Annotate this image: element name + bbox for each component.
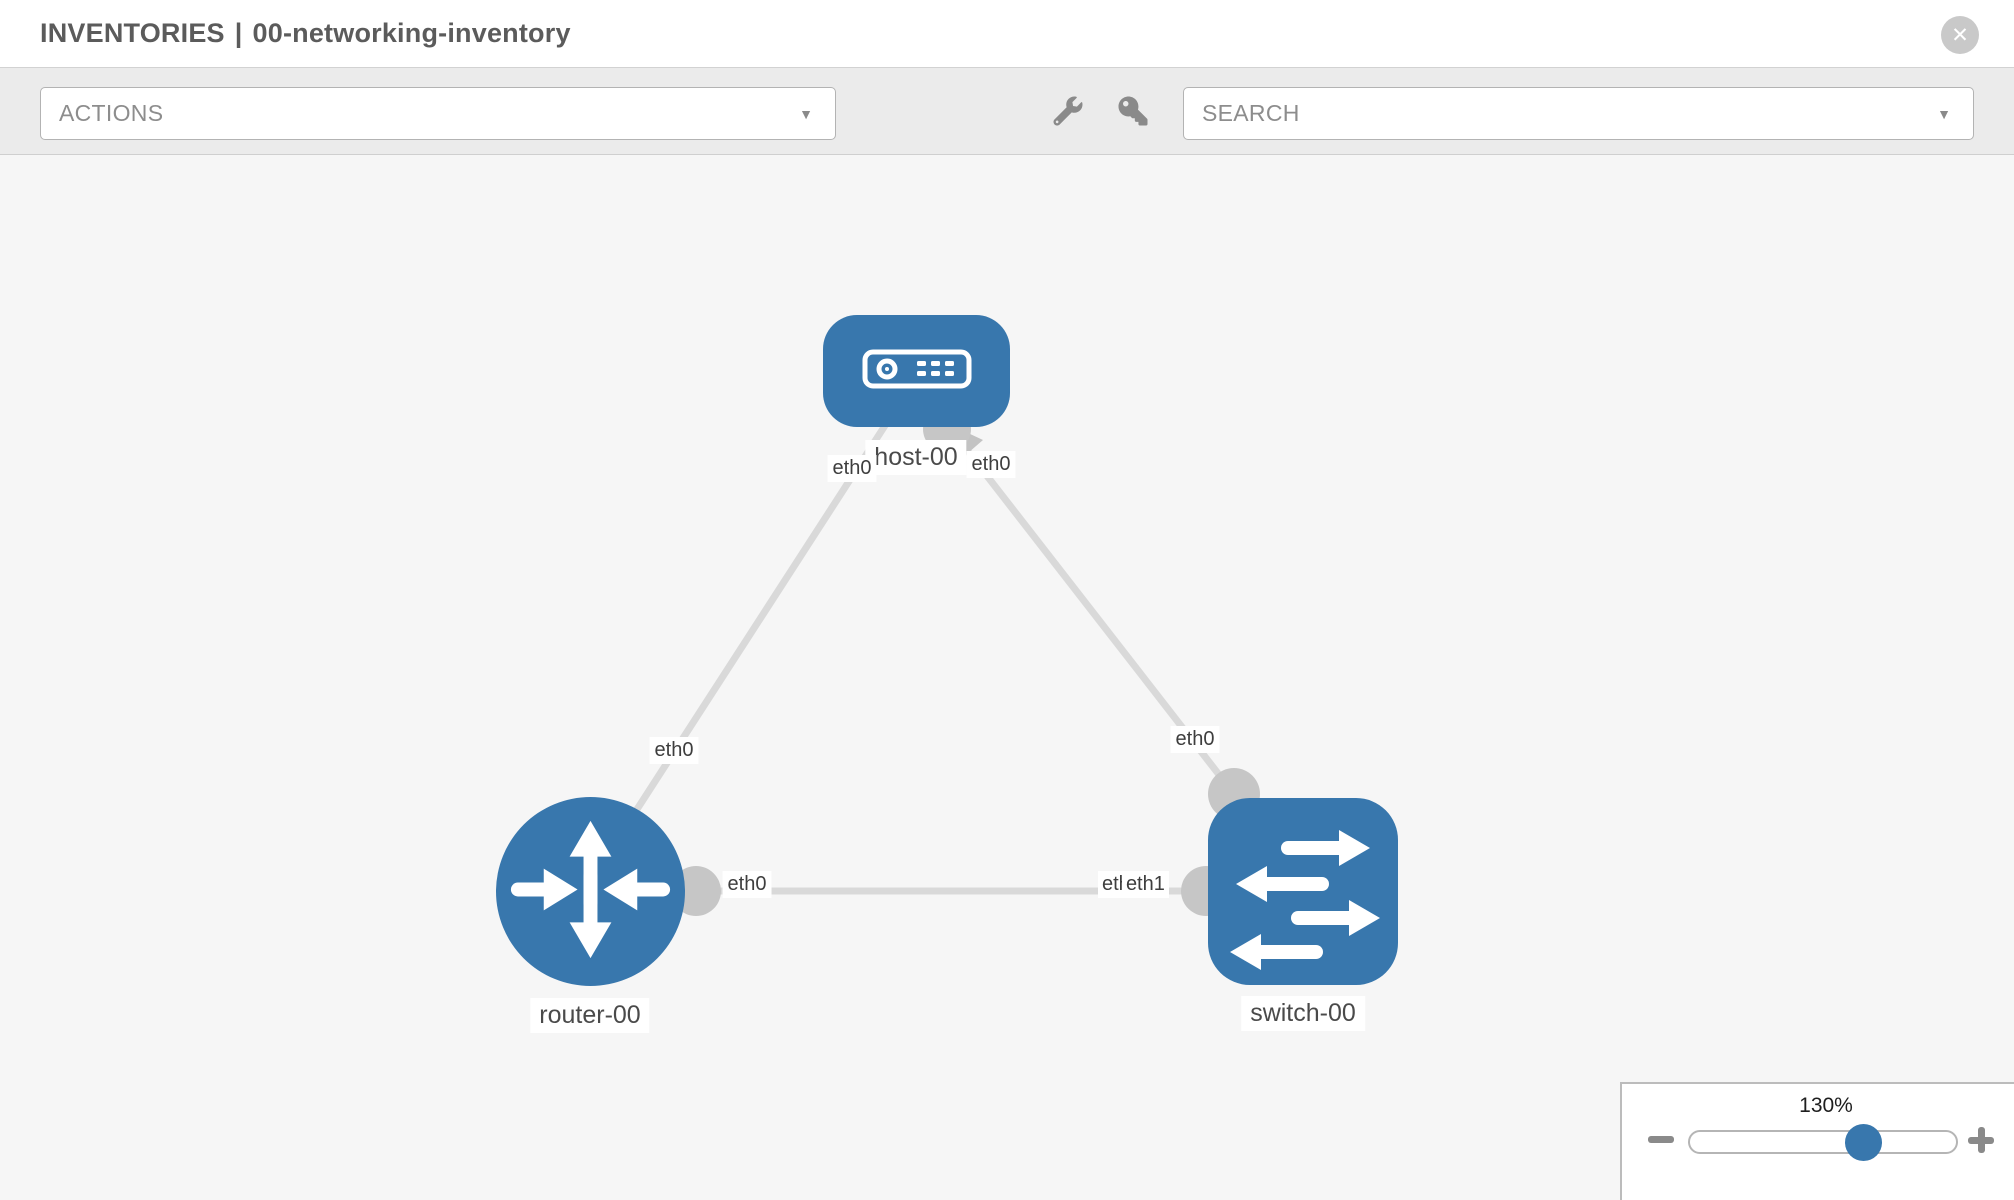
interface-label-router-eth0-right: eth0 [722, 871, 772, 898]
zoom-slider-thumb[interactable] [1845, 1124, 1882, 1161]
node-switch[interactable] [1208, 798, 1398, 985]
close-button[interactable]: ✕ [1941, 16, 1979, 54]
key-button[interactable] [1118, 96, 1148, 126]
node-label-router: router-00 [530, 998, 650, 1033]
interface-label-overlap: eth0 eth1 [1098, 871, 1169, 898]
interface-label-switch-eth1: eth1 [1121, 871, 1169, 898]
plus-icon [1978, 1127, 1985, 1153]
title-section: INVENTORIES [40, 18, 225, 48]
interface-label-host-eth0-right: eth0 [966, 451, 1016, 478]
search-dropdown[interactable]: SEARCH ▼ [1183, 87, 1974, 140]
chevron-down-icon: ▼ [799, 105, 813, 122]
chevron-down-icon: ▼ [1937, 105, 1951, 122]
actions-dropdown-label: ACTIONS [59, 100, 164, 126]
page-title: INVENTORIES | 00-networking-inventory [40, 18, 571, 49]
router-icon [496, 795, 685, 989]
page-header: INVENTORIES | 00-networking-inventory ✕ [0, 0, 2014, 67]
link-host-router [609, 422, 889, 850]
zoom-slider-track[interactable] [1688, 1130, 1958, 1154]
node-router[interactable] [496, 797, 685, 986]
wrench-icon [1053, 96, 1083, 130]
wrench-button[interactable] [1053, 96, 1083, 126]
minus-icon [1648, 1136, 1674, 1143]
host-icon [861, 346, 973, 397]
close-icon: ✕ [1951, 23, 1969, 47]
zoom-out-button[interactable] [1648, 1136, 1674, 1143]
interface-label-router-eth0-top: eth0 [649, 737, 699, 764]
interface-label-switch-eth0-top: eth0 [1170, 726, 1220, 753]
key-icon [1118, 96, 1148, 130]
node-label-host: host-00 [865, 440, 967, 475]
toolbar: ACTIONS ▼ SEARCH ▼ [0, 67, 2014, 155]
switch-icon [1208, 796, 1398, 988]
node-label-switch: switch-00 [1241, 996, 1365, 1031]
interface-label-host-eth0-left: eth0 [827, 455, 877, 482]
title-separator: | [234, 18, 243, 48]
topology-canvas[interactable] [0, 156, 2014, 1200]
title-inventory-name: 00-networking-inventory [252, 18, 571, 48]
search-input-placeholder: SEARCH [1202, 100, 1300, 126]
zoom-level-label: 130% [1799, 1094, 1853, 1117]
zoom-panel: 130% [1620, 1082, 2014, 1200]
zoom-in-button[interactable] [1968, 1127, 1994, 1153]
actions-dropdown[interactable]: ACTIONS ▼ [40, 87, 836, 140]
node-host[interactable] [823, 315, 1010, 427]
